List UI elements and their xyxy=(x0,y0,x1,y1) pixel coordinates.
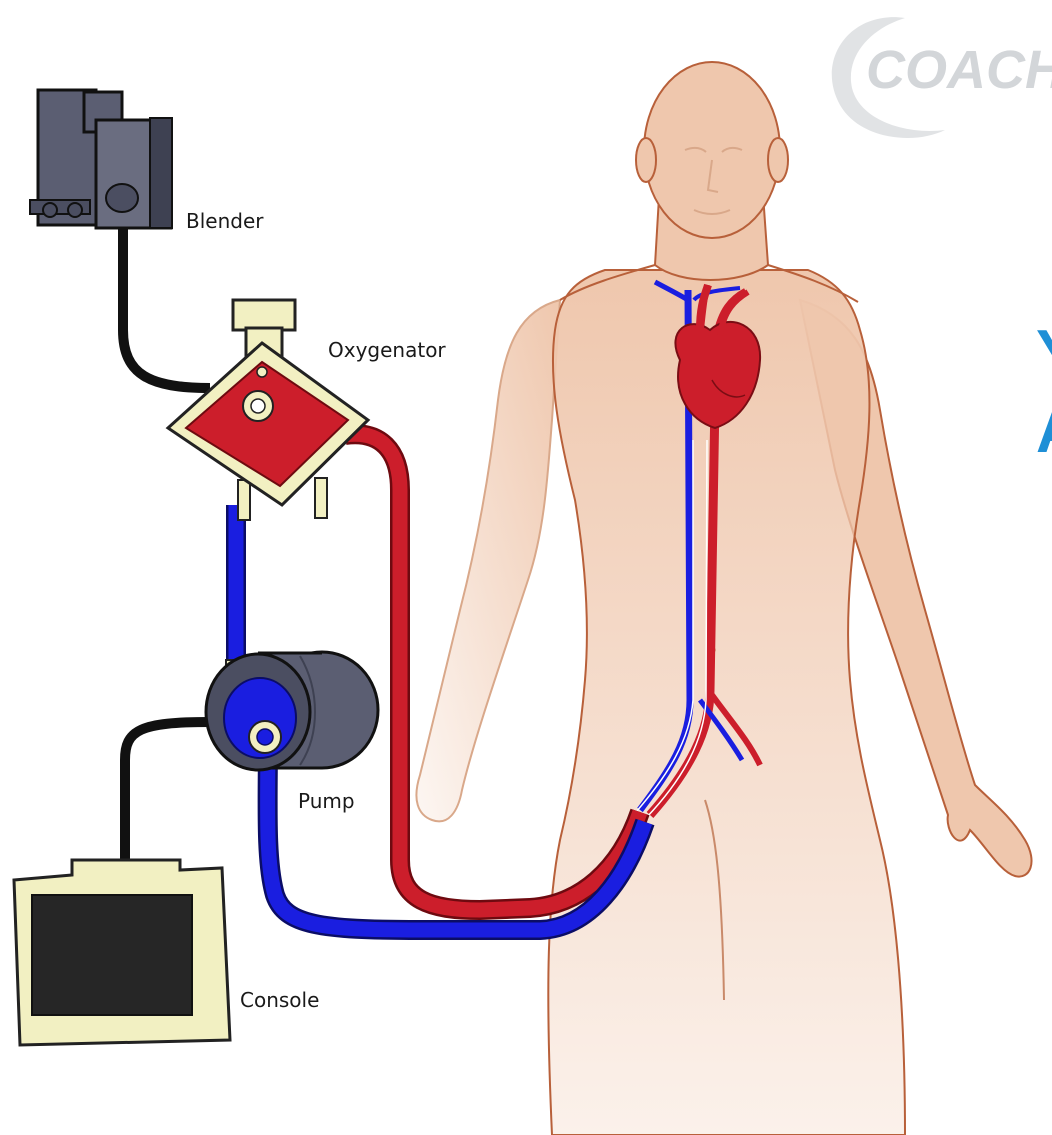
blender-cable xyxy=(123,222,210,388)
head xyxy=(644,62,780,238)
blender-device xyxy=(30,90,172,228)
console-label: Console xyxy=(240,988,319,1012)
pump-device xyxy=(206,652,378,770)
coach-logo-text: COACH xyxy=(866,40,1052,100)
oxygenator-label: Oxygenator xyxy=(328,338,446,362)
console-cable xyxy=(125,722,210,860)
left-arm xyxy=(416,300,560,821)
coach-logo: COACH xyxy=(832,17,1052,138)
oxygenator-device xyxy=(168,300,368,520)
pump-label: Pump xyxy=(298,789,355,813)
blender-label: Blender xyxy=(186,209,264,233)
side-heading-letter-1: Y xyxy=(1036,318,1052,387)
console-device xyxy=(14,860,230,1045)
human-body xyxy=(416,62,1031,1135)
side-heading-letter-2: A xyxy=(1036,397,1052,466)
